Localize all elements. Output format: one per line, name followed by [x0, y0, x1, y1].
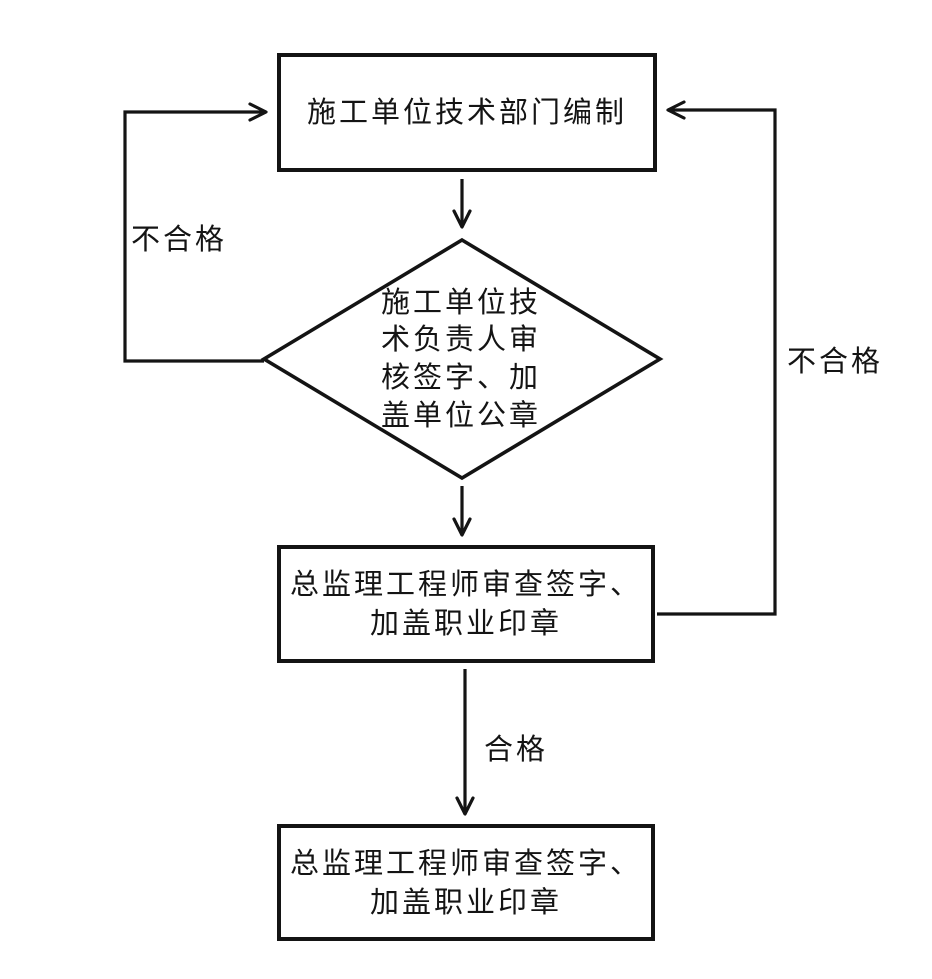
process-box-compile-label: 施工单位技术部门编制: [306, 95, 627, 130]
edge-label-pass: 合格: [484, 732, 549, 766]
process-box-compile: 施工单位技术部门编制: [277, 53, 657, 172]
process-box-chief-review: 总监理工程师审查签字、 加盖职业印章: [277, 545, 655, 663]
decision-diamond-text: 施工单位技 术负责人审 核签字、加 盖单位公章: [380, 284, 541, 432]
edge-fail-right-line: [657, 100, 777, 616]
decision-diamond-shape: [260, 237, 664, 481]
edge-label-fail-right: 不合格: [787, 344, 884, 378]
process-box-chief-review-label: 总监理工程师审查签字、 加盖职业印章: [289, 567, 642, 640]
decision-diamond-label: 施工单位技 术负责人审 核签字、加 盖单位公章: [351, 283, 571, 435]
edge-fail-left-line: [123, 102, 268, 363]
process-box-final: 总监理工程师审查签字、 加盖职业印章: [277, 824, 655, 941]
process-box-final-label: 总监理工程师审查签字、 加盖职业印章: [289, 845, 642, 919]
edge-label-fail-left: 不合格: [131, 222, 228, 256]
